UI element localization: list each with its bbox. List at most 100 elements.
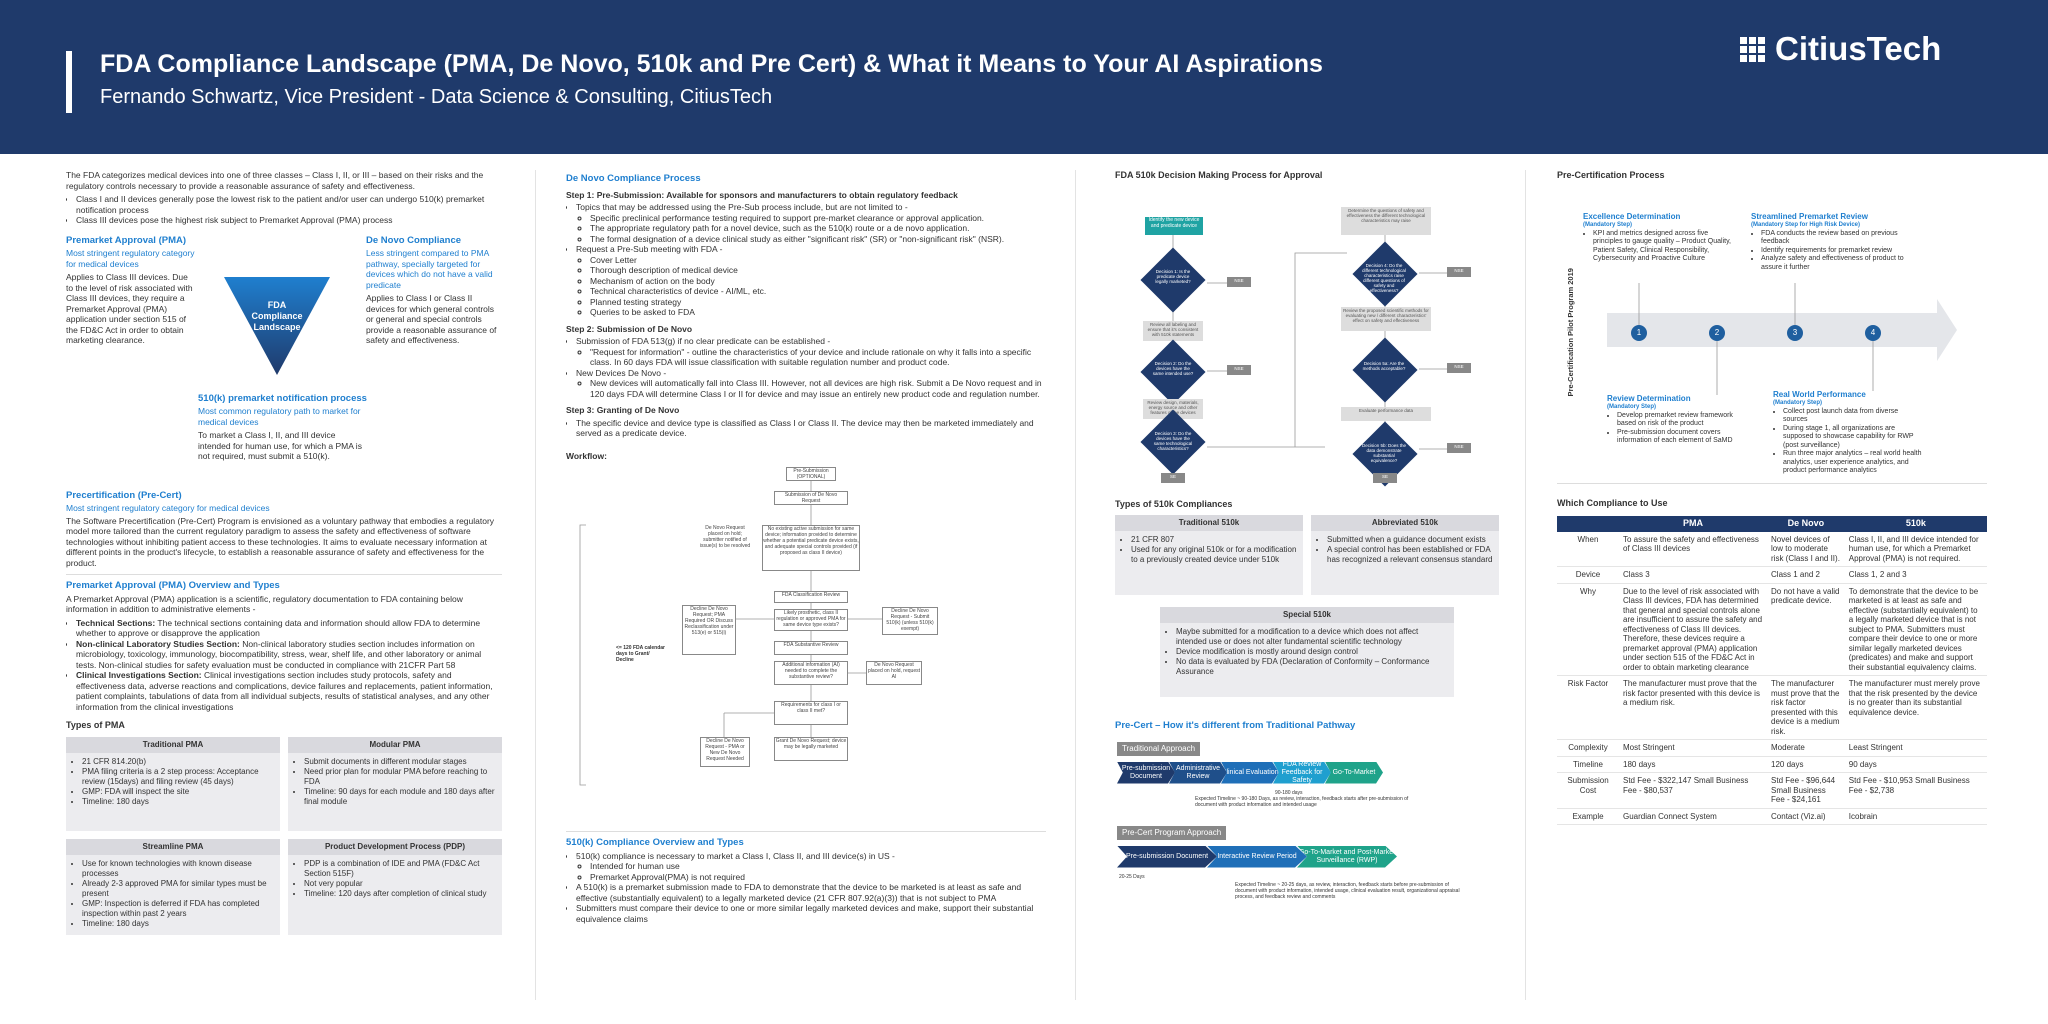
outcome-nse: NSE	[1447, 266, 1471, 277]
pathway-step: Clinical Evaluation	[1221, 761, 1279, 784]
workflow-step: FDA Substantive Review	[774, 641, 848, 655]
decision-label: Decision 5a: Are the methods acceptable?	[1362, 360, 1406, 371]
510k-type-card: Special 510k Maybe submitted for a modif…	[1160, 607, 1454, 697]
outcome-nse: NSE	[1227, 276, 1251, 287]
column-divider	[1525, 170, 1526, 1000]
list-item: Class I and II devices generally pose th…	[76, 194, 502, 215]
card-title: Abbreviated 510k	[1311, 515, 1499, 531]
pathway-step: Administrative Review	[1169, 761, 1227, 784]
510k-heading: 510(k) premarket notification process	[198, 392, 367, 404]
510k-subheading: Most common regulatory path to market fo…	[198, 406, 361, 427]
card-title: Traditional 510k	[1115, 515, 1303, 531]
list-item: New Devices De Novo -	[576, 368, 1046, 379]
outcome-se: SE	[1373, 472, 1397, 483]
card-title: Product Development Process (PDP)	[288, 838, 502, 855]
precert-note: Expected Timeline ~ 20-25 days, as revie…	[1235, 881, 1460, 900]
row-label: Complexity	[1557, 739, 1619, 757]
precert-process-diagram: Pre-Certification Pilot Program 2019 1 2…	[1557, 187, 1987, 477]
table-cell: Contact (Viz.ai)	[1767, 808, 1845, 825]
decision-label: Decision 2: Do the devices have the same…	[1152, 360, 1194, 376]
outcome-se: SE	[1161, 472, 1185, 483]
list-item: Topics that may be addressed using the P…	[576, 202, 1046, 213]
poster-subtitle: Fernando Schwartz, Vice President - Data…	[100, 86, 773, 108]
timeline-arrow	[1607, 298, 1957, 361]
list-item: The specific device and device type is c…	[576, 418, 1046, 439]
outcome-nse: NSE	[1447, 442, 1471, 453]
compliance-triangle	[224, 276, 330, 375]
workflow-timeline-note: <= 120 FDA calendar days to Grant/ Decli…	[616, 645, 666, 663]
row-label: Why	[1557, 583, 1619, 676]
list-item: Class III devices pose the highest risk …	[76, 215, 502, 226]
step-number: 2	[1709, 324, 1725, 341]
decision-label: Decision 3: Do the devices have the same…	[1153, 430, 1193, 451]
table-cell: To demonstrate that the device to be mar…	[1844, 583, 1987, 676]
step-connectors	[1638, 282, 1874, 395]
intro-text: The FDA categorizes medical devices into…	[66, 170, 484, 191]
list-item: 510(k) compliance is necessary to market…	[576, 851, 1046, 862]
list-item: Clinical Investigations Section: Clinica…	[76, 670, 502, 712]
table-cell: Std Fee - $96,644 Small Business Fee - $…	[1767, 772, 1845, 809]
workflow-step: Submission of De Novo Request	[774, 491, 848, 505]
workflow-step: Decline De Novo Request - PMA or New De …	[700, 737, 750, 767]
510k-body: To market a Class I, II, and III device …	[198, 430, 362, 461]
table-cell: Class I, II, and III device intended for…	[1844, 531, 1987, 567]
outcome-nse: NSE	[1447, 362, 1471, 373]
precert-step: Real World Performance (Mandatory Step) …	[1773, 390, 1923, 476]
pathway-step: Pre-submission Document	[1117, 761, 1175, 784]
row-label: Timeline	[1557, 756, 1619, 773]
section-divider	[66, 574, 502, 575]
pma-type-card: Product Development Process (PDP) PDP is…	[288, 838, 502, 935]
510k-overview-heading: 510(k) Compliance Overview and Types	[566, 837, 744, 848]
pathway-comparison: Traditional Approach Pre-submission Docu…	[1115, 738, 1499, 928]
column-divider	[1075, 170, 1076, 1000]
row-label: Risk Factor	[1557, 675, 1619, 740]
workflow-step: Grant De Novo Request; device may be leg…	[774, 737, 848, 761]
triangle-label: FDA Compliance Landscape	[251, 299, 303, 332]
title-accent-bar	[66, 51, 72, 113]
step-number: 4	[1865, 324, 1881, 341]
step-number: 1	[1631, 324, 1647, 341]
precert-duration: 20-25 Days	[1119, 873, 1145, 880]
list-item: A 510(k) is a premarket submission made …	[576, 882, 1046, 903]
pma-heading: Premarket Approval (PMA)	[66, 234, 187, 246]
precert-program-label: Pre-Cert Program Approach	[1117, 825, 1227, 840]
workflow-heading: Workflow:	[566, 450, 607, 461]
workflow-step: De Novo Request placed on hold, request …	[866, 661, 922, 685]
decision-label: Decision 1: Is the predicate device lega…	[1155, 268, 1191, 284]
pma-overview-intro: A Premarket Approval (PMA) application i…	[66, 593, 463, 615]
pathway-step: Interactive Review Period	[1207, 845, 1307, 868]
step-number: 3	[1787, 324, 1803, 341]
510k-types-heading: Types of 510k Compliances	[1115, 498, 1233, 509]
workflow-connectors	[579, 481, 882, 786]
card-title: Traditional PMA	[66, 736, 280, 753]
workflow-step: FDA Classification Review	[774, 591, 848, 603]
workflow-step: Additional information (AI) needed to co…	[774, 661, 848, 685]
table-cell: The manufacturer must prove that the ris…	[1767, 675, 1845, 740]
intro-list: Class I and II devices generally pose th…	[66, 194, 502, 226]
pma-types-heading: Types of PMA	[66, 720, 125, 730]
row-label: Submission Cost	[1557, 772, 1619, 809]
column-4: Pre-Certification Process Pre-Certificat…	[1557, 170, 1987, 1015]
step-heading: Step 1: Pre-Submission: Available for sp…	[566, 189, 958, 200]
flow-step: Determine the questions of safety and ef…	[1341, 206, 1431, 235]
precert-step: Review Determination (Mandatory Step) De…	[1607, 394, 1737, 446]
workflow-note: De Novo Request placed on hold; submitte…	[698, 525, 752, 553]
column-divider	[535, 170, 536, 1000]
precert-subheading: Most stringent regulatory category for m…	[66, 503, 270, 513]
510k-decision-heading: FDA 510k Decision Making Process for App…	[1115, 170, 1323, 180]
workflow-step: Likely prosthetic, class II regulation o…	[774, 609, 848, 631]
pma-type-card: Streamline PMA Use for known technologie…	[66, 838, 280, 935]
pma-body: Applies to Class III devices. Due to the…	[66, 272, 193, 345]
table-cell: 90 days	[1844, 756, 1987, 773]
decision-label: Decision 5b: Does the data demonstrate s…	[1361, 442, 1407, 463]
denovo-heading: De Novo Compliance	[366, 234, 462, 246]
table-cell: 120 days	[1767, 756, 1845, 773]
table-cell: 180 days	[1619, 756, 1768, 773]
table-cell: Due to the level of risk associated with…	[1619, 583, 1768, 676]
header-banner: FDA Compliance Landscape (PMA, De Novo, …	[0, 0, 2048, 154]
